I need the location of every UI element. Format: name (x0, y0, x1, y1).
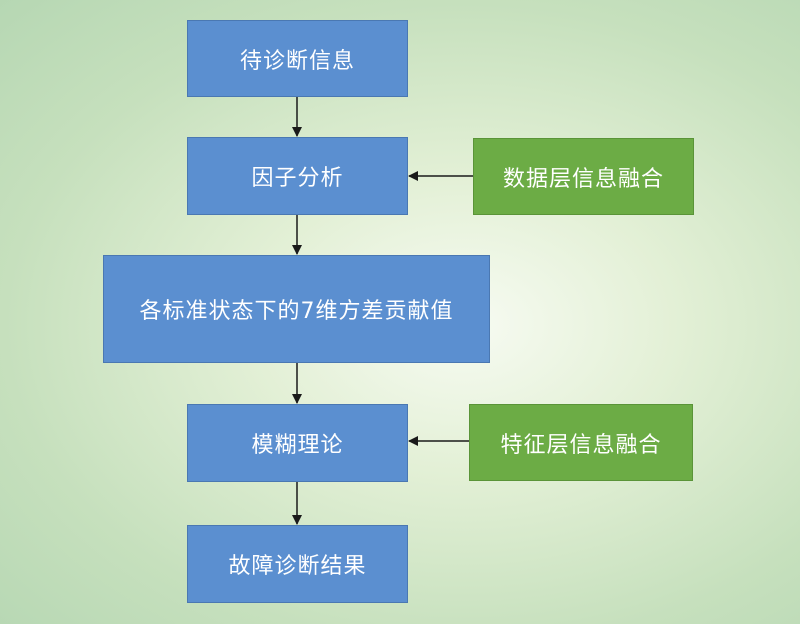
node-feature-layer-fusion: 特征层信息融合 (469, 404, 693, 481)
node-variance-contribution: 各标准状态下的7维方差贡献值 (103, 255, 490, 363)
node-pending-diagnosis-info: 待诊断信息 (187, 20, 408, 97)
node-fuzzy-theory: 模糊理论 (187, 404, 408, 482)
node-label: 模糊理论 (251, 433, 344, 458)
node-label: 故障诊断结果 (228, 554, 367, 579)
node-label: 特征层信息融合 (500, 432, 662, 458)
node-label: 待诊断信息 (239, 48, 355, 74)
node-factor-analysis: 因子分析 (187, 137, 408, 215)
node-label: 各标准状态下的7维方差贡献值 (139, 299, 454, 324)
node-label: 数据层信息融合 (502, 166, 664, 192)
node-diagnosis-result: 故障诊断结果 (187, 525, 408, 603)
node-label: 因子分析 (251, 166, 344, 191)
node-data-layer-fusion: 数据层信息融合 (473, 138, 694, 215)
